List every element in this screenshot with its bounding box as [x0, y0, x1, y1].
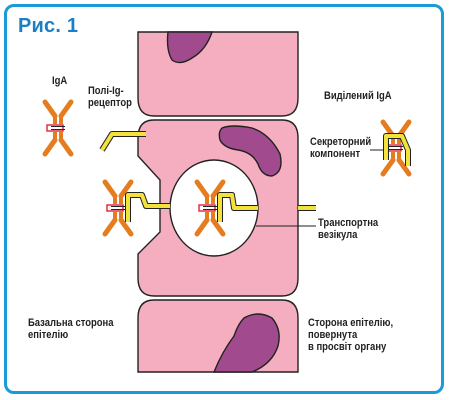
label-basal-side: Базальна сторона епітелію: [28, 317, 114, 341]
iga-receptor-complex-basal: [105, 182, 170, 234]
nucleus-middle: [218, 125, 282, 177]
label-transport-vesicle: Транспортна везікула: [318, 217, 379, 241]
figure-title: Рис. 1: [18, 15, 79, 37]
epithelial-cell-top: [137, 31, 299, 117]
nucleus-top: [166, 31, 213, 64]
label-lumen-side: Сторона епітелію, повернута в просвіт ор…: [308, 317, 394, 353]
label-secretory-component: Секреторний компонент: [310, 136, 372, 160]
epithelial-cell-bottom: [137, 299, 299, 373]
nucleus-bottom: [212, 313, 280, 373]
label-secreted-iga: Виділений IgA: [324, 90, 392, 102]
label-poly-ig-receptor: Полі-Ig- рецептор: [88, 85, 132, 109]
label-iga: IgA: [52, 75, 68, 87]
poly-ig-receptor: [99, 131, 146, 152]
iga-in-vesicle: [197, 182, 258, 234]
iga-secreted: [383, 122, 409, 174]
iga-free-antibody: [45, 102, 71, 154]
